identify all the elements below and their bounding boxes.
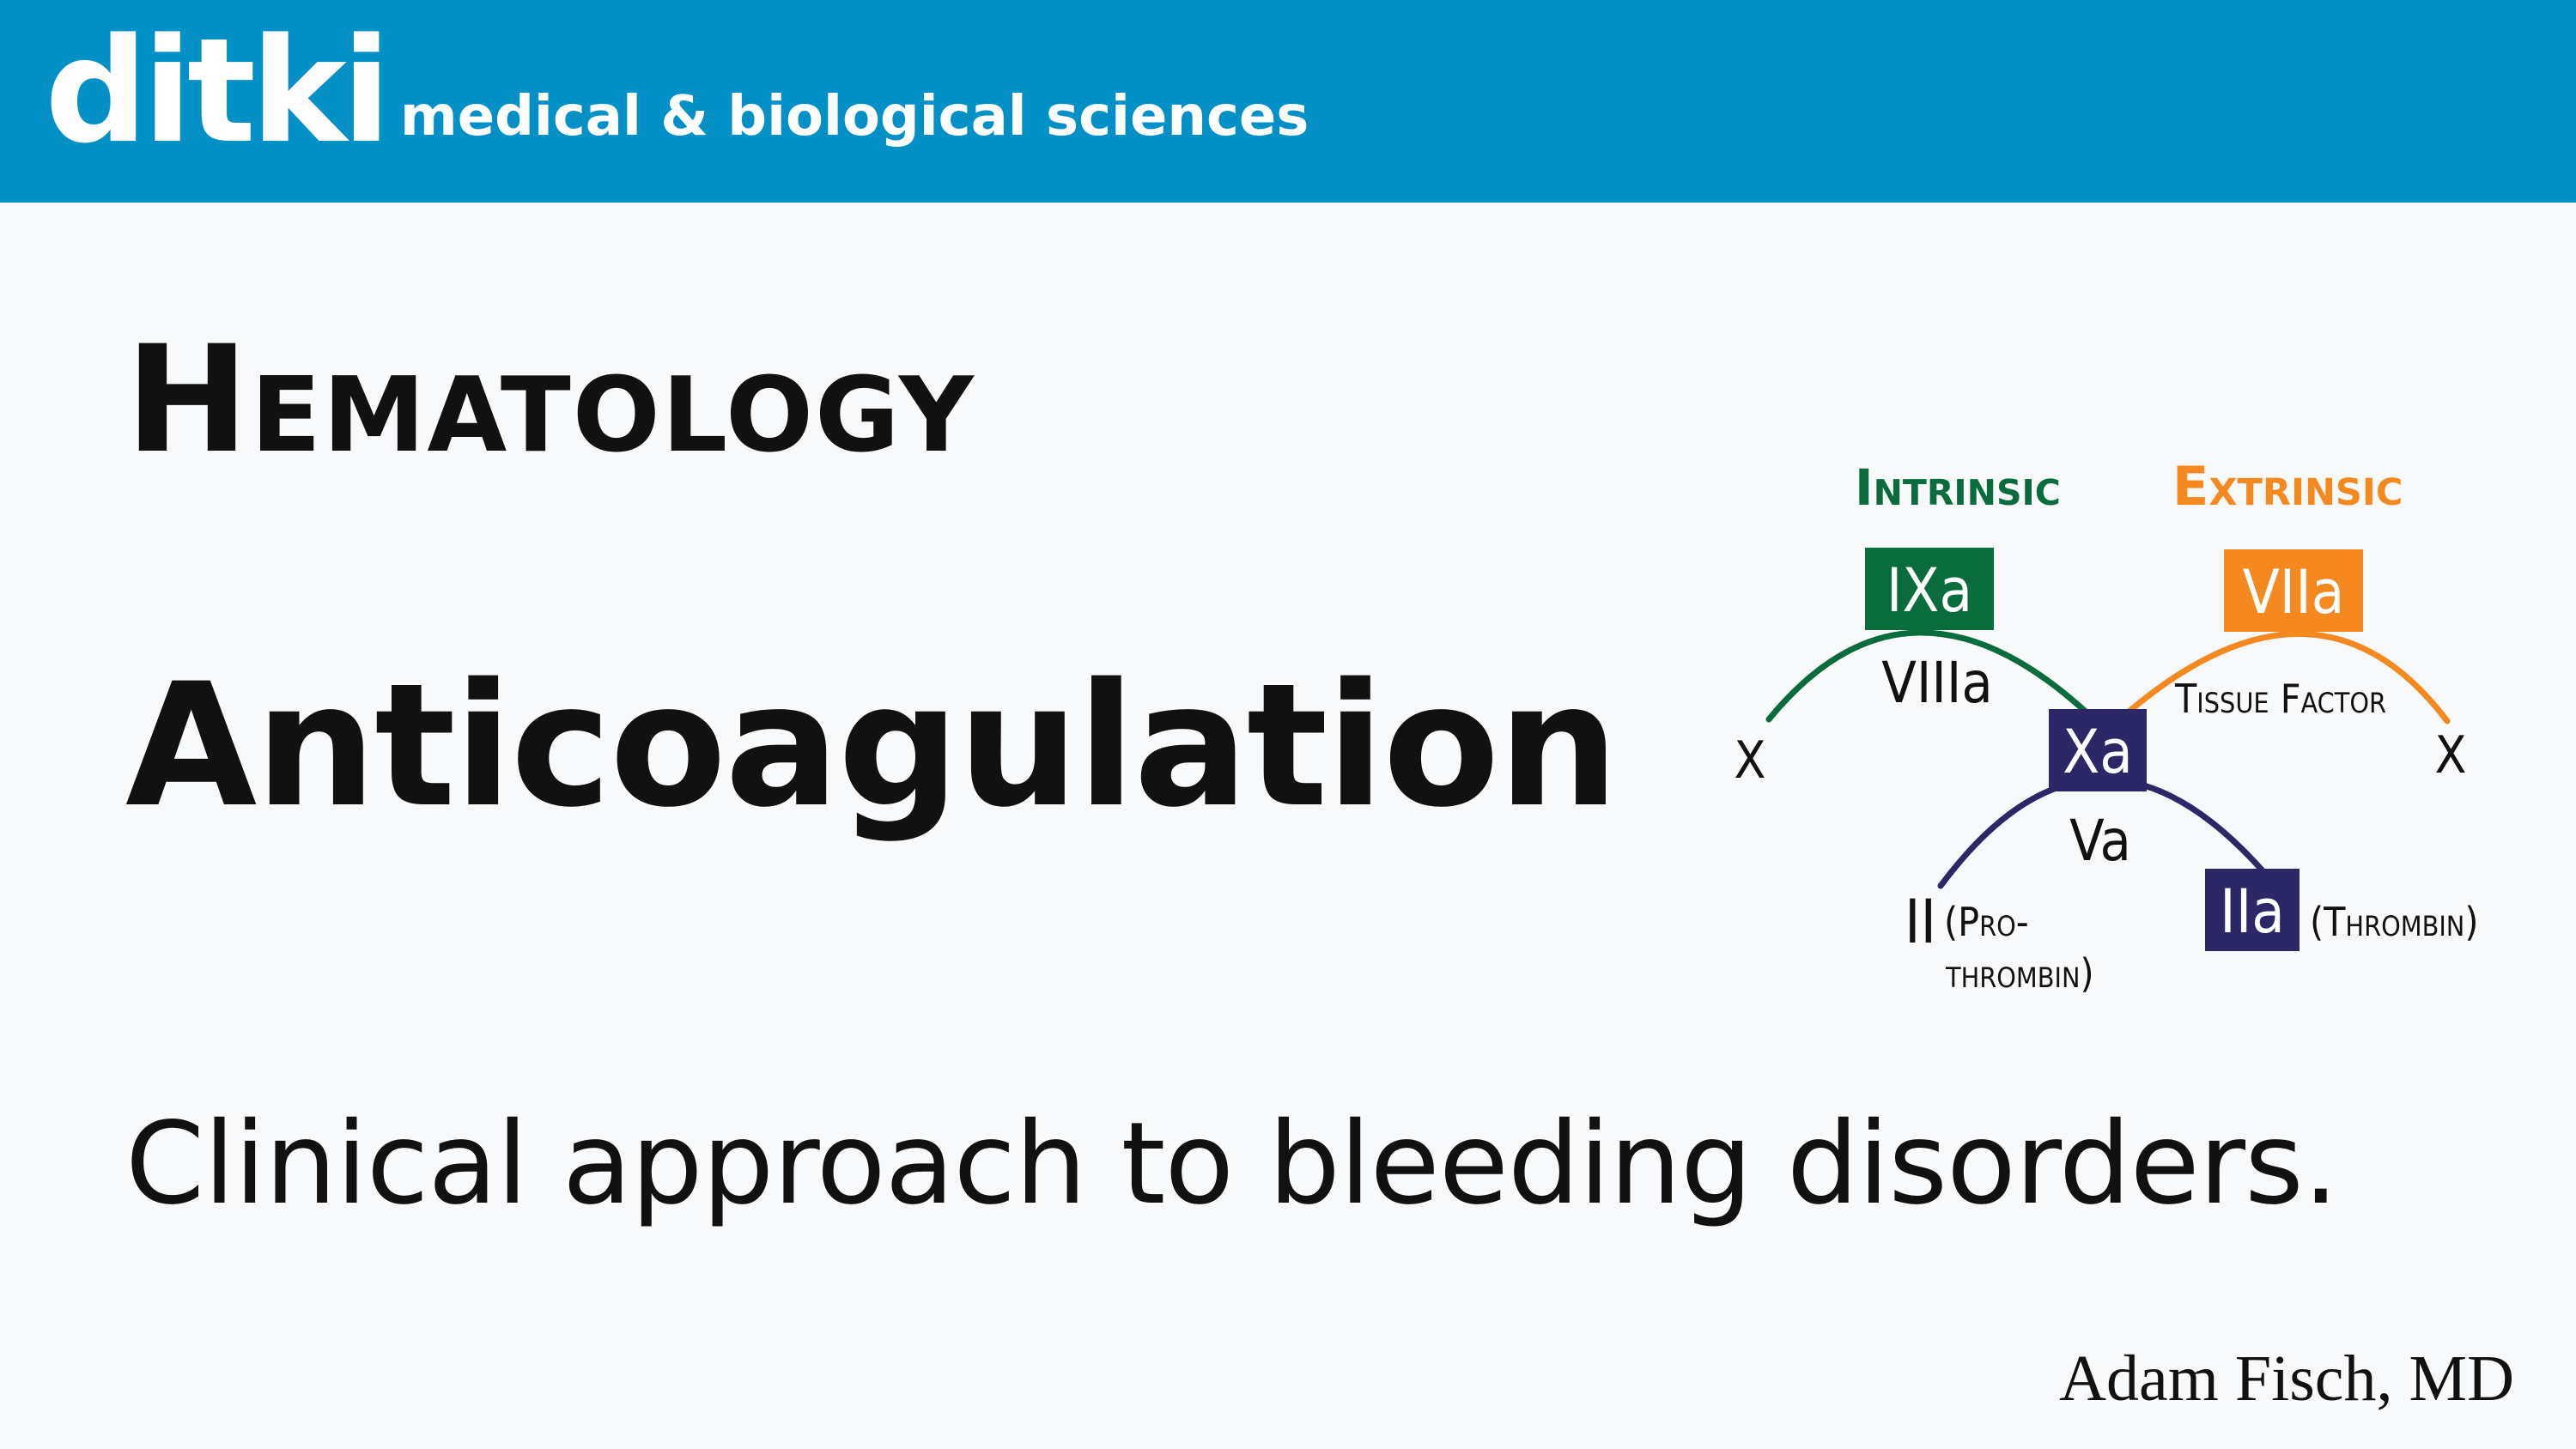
prothrombin-line1: (Pro- [1944, 899, 2029, 945]
prothrombin-line2: thrombin) [1945, 950, 2094, 997]
coagulation-cascade-diagram: Intrinsic Extrinsic IXa VIIa Xa IIa VIII… [1735, 455, 2479, 997]
va-label: Va [2069, 808, 2131, 874]
tissue-factor-label: Tissue Factor [2174, 676, 2386, 722]
header-bar: ditki medical & biological sciences [0, 0, 2576, 203]
brand-tagline: medical & biological sciences [400, 85, 1309, 149]
topic-title: Anticoagulation [125, 646, 1619, 845]
x-left-label: X [1735, 731, 1766, 791]
viia-box [2224, 549, 2363, 632]
ii-label: II [1905, 887, 1936, 957]
intrinsic-arc [1765, 629, 2090, 723]
extrinsic-arc [2124, 631, 2451, 724]
thrombin-label: (Thrombin) [2310, 899, 2479, 945]
xa-label: Xa [2063, 717, 2133, 787]
iia-label: IIa [2220, 876, 2285, 947]
author-name: Adam Fisch, MD [2059, 1343, 2514, 1415]
subject-title: Hematology [125, 313, 975, 486]
ixa-box [1865, 548, 1994, 630]
viiia-label: VIIIa [1881, 650, 1993, 716]
viia-label: VIIa [2243, 557, 2345, 627]
x-right-label: X [2435, 725, 2467, 785]
extrinsic-label: Extrinsic [2172, 455, 2403, 518]
iia-box [2205, 869, 2300, 951]
ditki-logo[interactable]: ditki [45, 7, 391, 175]
topic-description: Clinical approach to bleeding disorders. [125, 1098, 2339, 1230]
intrinsic-label: Intrinsic [1855, 458, 2061, 517]
xa-box [2049, 709, 2147, 791]
ixa-label: IXa [1886, 555, 1972, 626]
